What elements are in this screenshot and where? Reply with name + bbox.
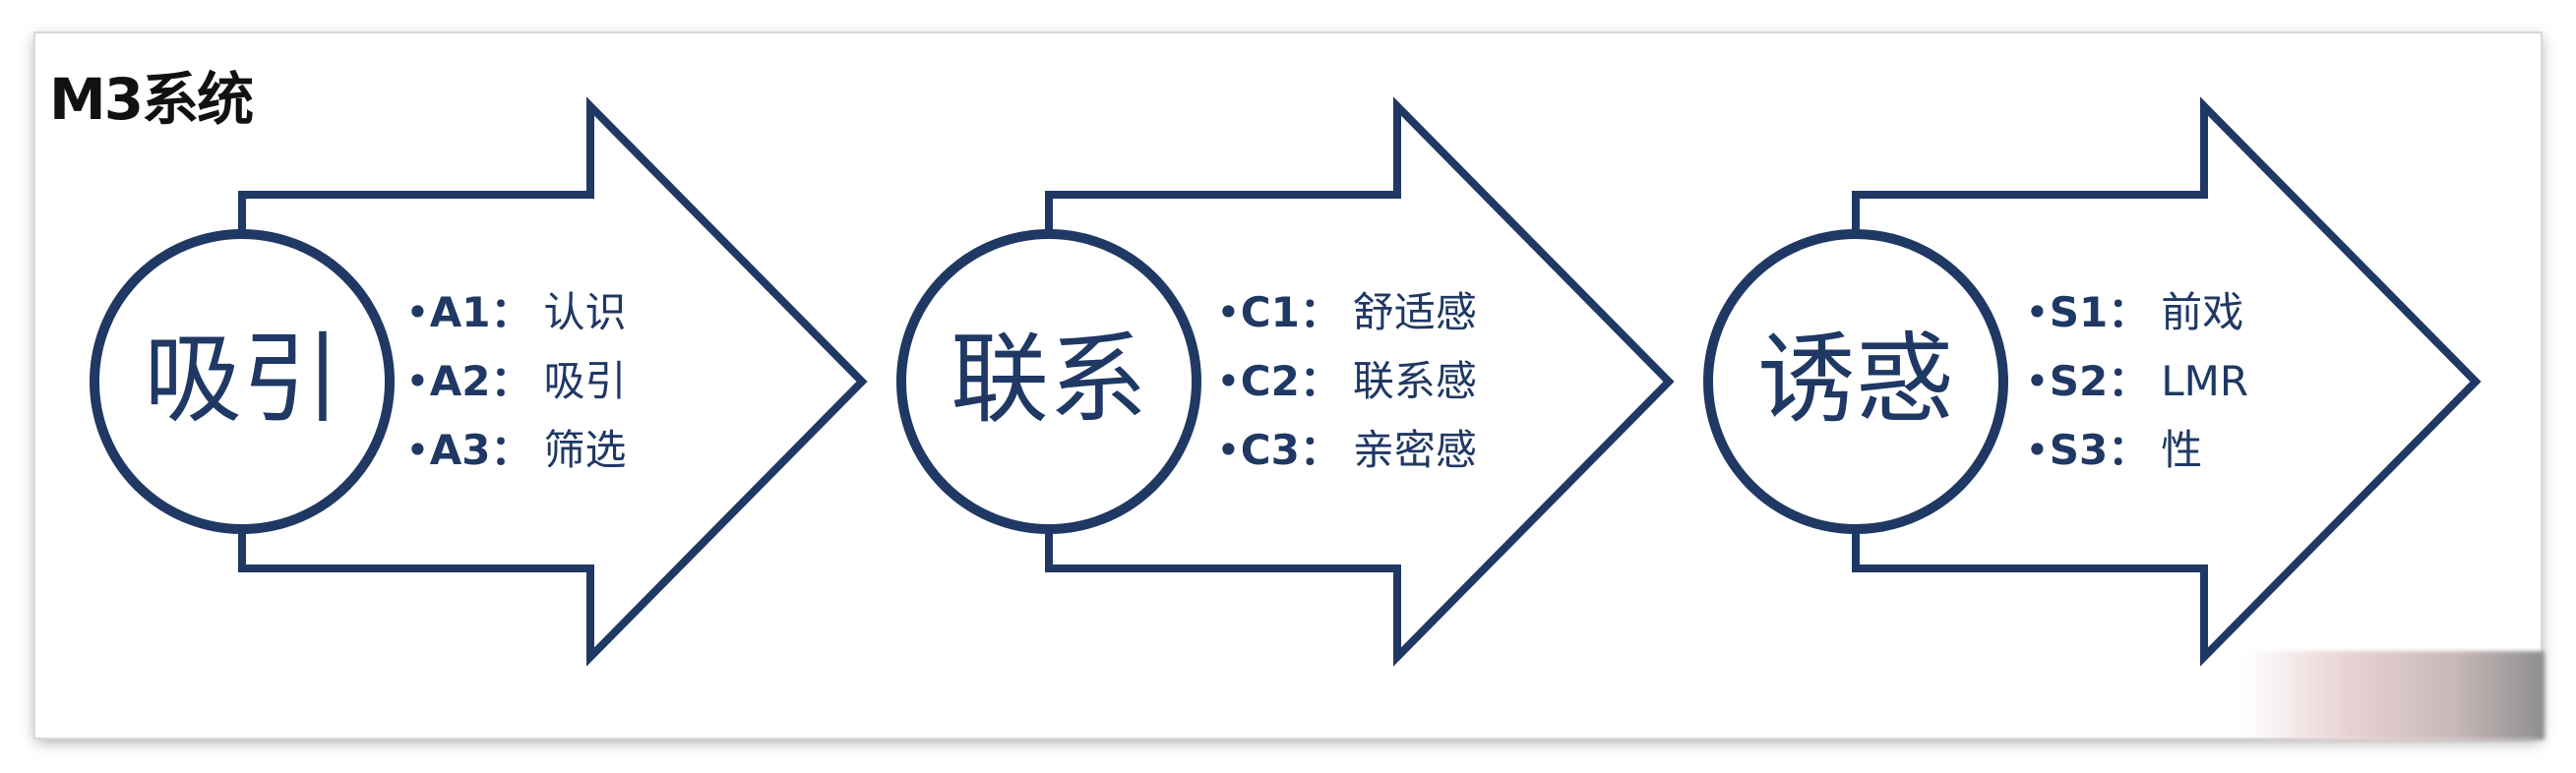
stage-2-label: 联系 [951, 322, 1147, 437]
stage-2-bullets: •C1：舒适感 •C2：联系感 •C3：亲密感 [1216, 288, 1477, 474]
stage-3-arrow [1852, 96, 2482, 667]
stage-3: 诱惑 •S1：前戏 •S2：LMR •S3：性 [1703, 96, 2482, 667]
corner-blur-overlay [2243, 651, 2545, 740]
stage-1-bullet-3: •A3：筛选 [405, 426, 627, 474]
stage-3-label: 诱惑 [1757, 322, 1954, 437]
stage-3-bullet-1: •S1：前戏 [2025, 288, 2243, 336]
stage-1-bullet-2: •A2：吸引 [405, 357, 627, 405]
stage-1-bullets: •A1：认识 •A2：吸引 •A3：筛选 [405, 288, 627, 474]
stage-3-bullet-2: •S2：LMR [2025, 357, 2248, 405]
stage-1-arrow [238, 96, 868, 667]
stage-3-circle [1703, 229, 2008, 534]
stage-1-circle [90, 229, 395, 534]
stage-2-bullet-1: •C1：舒适感 [1216, 288, 1477, 336]
stage-1: 吸引 •A1：认识 •A2：吸引 •A3：筛选 [90, 96, 868, 667]
stage-3-bullet-3: •S3：性 [2025, 426, 2202, 474]
stage-2: 联系 •C1：舒适感 •C2：联系感 •C3：亲密感 [896, 96, 1675, 667]
stage-2-arrow [1045, 96, 1675, 667]
stage-2-circle [896, 229, 1201, 534]
stage-1-bullet-1: •A1：认识 [405, 288, 627, 336]
stage-3-bullets: •S1：前戏 •S2：LMR •S3：性 [2025, 288, 2248, 474]
stage-2-bullet-2: •C2：联系感 [1216, 357, 1477, 405]
diagram-title: M3系统 [49, 66, 254, 133]
stage-1-label: 吸引 [144, 322, 340, 437]
